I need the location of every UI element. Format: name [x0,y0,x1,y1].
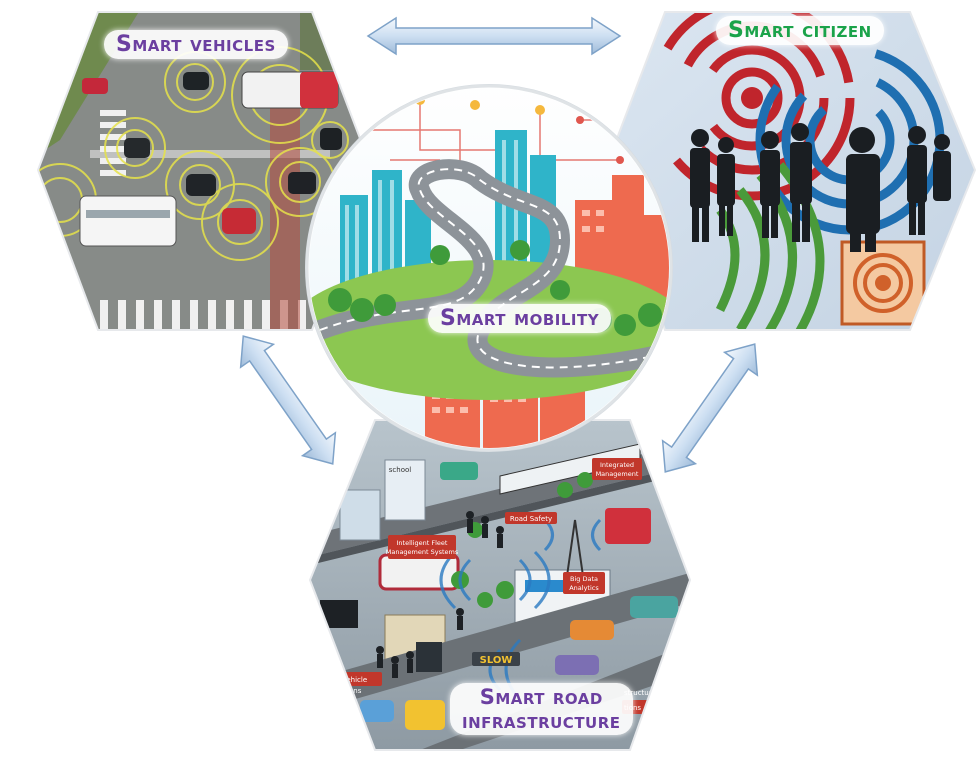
smart-mobility-label: Smart mobility [428,304,612,333]
arrow-vehicles-citizen [366,16,622,56]
arrow-citizen-road [661,343,759,473]
sign-bigdata-line1: Big Data [570,575,598,583]
arrow-vehicles-road [239,335,337,465]
smart-mobility-text: Smart mobility [440,306,600,331]
sign-integrated-line2: Management [596,470,639,478]
sign-fleet-line2: Management Systems [386,548,459,556]
smart-road-text-line1: Smart road [479,685,603,709]
smart-vehicles-text: Smart vehicles [116,32,276,57]
smart-road-infrastructure-node: SLOW Road Safety Intelligent Fleet Manag… [308,419,692,751]
smart-road-text-line2: infrastructure [462,709,621,733]
sign-school: school [389,466,411,474]
sign-integrated-line1: Integrated [600,461,634,469]
smart-road-label: Smart road infrastructure [450,683,633,735]
sign-structure-line1: structure [624,689,656,697]
sign-slow: SLOW [480,655,513,666]
sign-vehicle-line1: -Vehicle [340,676,367,684]
sign-road-safety: Road Safety [510,515,552,523]
smart-citizen-label: Smart citizen [716,16,884,45]
smart-citizen-text: Smart citizen [728,18,872,43]
smart-vehicles-label: Smart vehicles [104,30,288,59]
sign-fleet-line1: Intelligent Fleet [397,539,448,547]
sign-structure-line2: tions [624,704,641,712]
smart-citizen-node [603,11,977,331]
sign-bigdata-line2: Analytics [569,584,599,592]
